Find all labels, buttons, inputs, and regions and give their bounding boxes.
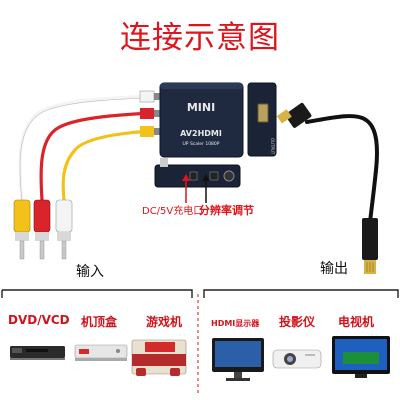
hdmi-plug-icon — [276, 102, 312, 128]
hdmi-plug-icon — [362, 218, 378, 274]
back-panel — [154, 158, 241, 188]
display-label-tv: 电视机 — [338, 315, 375, 329]
rca-jack-red — [140, 108, 160, 119]
tv-icon — [332, 336, 390, 378]
converter-box: MINI AV2HDMI UP Scaler 1080P — [159, 82, 244, 158]
rca-cables — [18, 94, 154, 202]
power-label: DC/5V充电口 — [142, 206, 204, 217]
rca-jack-yellow — [140, 126, 160, 137]
rca-plug-icon — [33, 199, 51, 260]
device-brand: MINI — [187, 101, 215, 114]
output-label: 输出 — [320, 261, 348, 277]
display-label-projector: 投影仪 — [279, 315, 316, 329]
game-console-icon — [131, 339, 187, 376]
source-label-dvd: DVD/VCD — [8, 313, 70, 327]
page-title: 连接示意图 — [120, 20, 280, 56]
hdmi-cable — [305, 114, 379, 224]
device-subtitle: UP Scaler 1080P — [183, 141, 220, 147]
connection-diagram: MINI AV2HDMI UP Scaler 1080P OUTPUT — [13, 82, 379, 274]
source-label-stb: 机顶盒 — [81, 315, 118, 329]
port-label: OUTPUT — [270, 138, 275, 155]
hdmi-port-panel: OUTPUT — [247, 82, 277, 157]
input-label: 输入 — [76, 264, 104, 280]
monitor-icon — [212, 338, 264, 381]
resolution-label: 分辨率调节 — [199, 204, 254, 217]
arrow-up-icon — [202, 174, 210, 203]
devices-panel — [1, 289, 399, 396]
rca-plug-icon — [13, 199, 31, 260]
set-top-box-icon — [74, 344, 128, 361]
source-label-game: 游戏机 — [146, 315, 183, 329]
device-model: AV2HDMI — [180, 129, 222, 138]
display-label-monitor: HDMI显示器 — [211, 319, 260, 328]
projector-icon — [272, 349, 322, 369]
dvd-player-icon — [10, 346, 65, 360]
rca-jack-white — [139, 90, 160, 103]
arrow-up-icon — [182, 174, 190, 203]
rca-plug-icon — [55, 199, 73, 260]
